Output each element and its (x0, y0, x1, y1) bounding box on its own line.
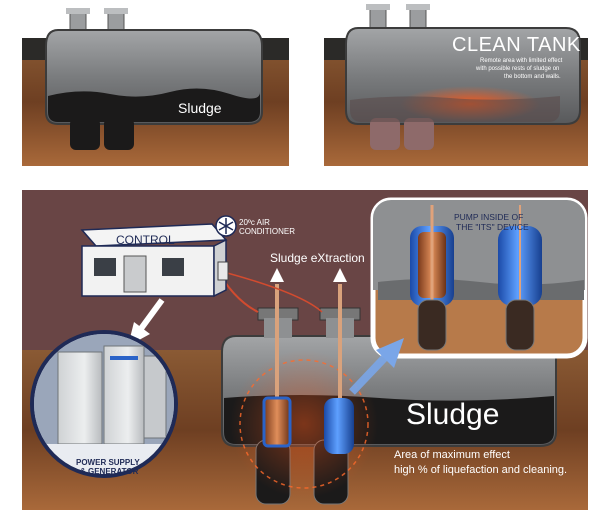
control-cabin (80, 223, 229, 298)
clean-tank-note-line-1: Remote area with limited effect (480, 58, 563, 64)
ac-label-line-1: 20ºc AIR (239, 218, 270, 227)
sludge-label-main: Sludge (406, 398, 500, 431)
panel-clean-tank (324, 4, 588, 166)
pump-label-line-2: THE "ITS" DEVICE (456, 222, 529, 232)
power-label-line-1: POWER SUPPLY (76, 458, 140, 467)
control-label: CONTROL (116, 233, 175, 247)
power-label-line-2: & GENERATOR (80, 467, 139, 476)
extraction-arrow-icon (270, 268, 284, 282)
effect-label-line-2: high % of liquefaction and cleaning. (394, 464, 568, 476)
clean-tank-note-line-2: with possible rests of sludge on (476, 66, 560, 72)
sludge-label-top: Sludge (178, 100, 222, 116)
clean-tank-title: CLEAN TANK (452, 34, 581, 56)
extraction-arrow-icon (333, 268, 347, 282)
panel-sludge-tank (22, 8, 289, 166)
clean-tank-note-line-3: the bottom and walls. (504, 74, 561, 80)
effect-label-line-1: Area of maximum effect (394, 449, 510, 461)
pump-label-line-1: PUMP INSIDE OF (454, 212, 524, 222)
ac-label-line-2: CONDITIONER (239, 227, 295, 236)
generator-inset (30, 330, 178, 478)
extraction-label: Sludge eXtraction (270, 251, 365, 265)
zoom-arrow-icon (349, 338, 404, 395)
pump-zoom-inset (370, 197, 588, 359)
snowflake-icon (215, 215, 237, 237)
